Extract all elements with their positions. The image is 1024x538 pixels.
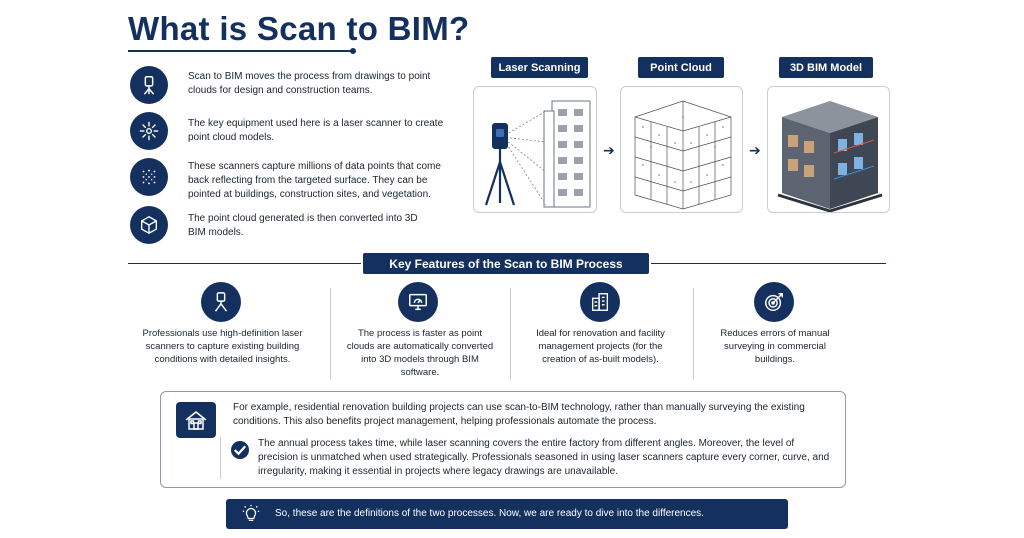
section-divider-right [651, 263, 886, 264]
lightbulb-icon [240, 504, 262, 524]
intro-text-2: The key equipment used here is a laser s… [188, 118, 444, 143]
summary-text: So, these are the definitions of the two… [275, 508, 704, 519]
summary-banner: So, these are the definitions of the two… [226, 499, 788, 529]
intro-text-4: The point cloud generated is then conver… [188, 213, 418, 238]
house-icon [176, 402, 216, 438]
step-label-3d-bim-model: 3D BIM Model [779, 57, 873, 78]
arrow-right-icon: ➔ [749, 142, 761, 158]
point-cloud-illustration [620, 86, 743, 213]
laser-scanner-icon [130, 66, 168, 104]
page-title: What is Scan to BIM? [128, 10, 470, 47]
feature-divider [693, 288, 694, 380]
check-divider [220, 437, 221, 479]
section-divider-left [128, 263, 361, 264]
example-paragraph-1: For example, residential renovation buil… [233, 402, 805, 427]
laser-burst-icon [130, 112, 168, 150]
feature-text-3: Ideal for renovation and facility manage… [536, 328, 665, 365]
buildings-icon [580, 282, 620, 322]
arrow-right-icon: ➔ [603, 142, 615, 158]
example-box [160, 391, 846, 488]
features-heading: Key Features of the Scan to BIM Process [363, 253, 649, 274]
title-underline [128, 50, 352, 52]
feature-divider [330, 288, 331, 380]
intro-text-1: Scan to BIM moves the process from drawi… [188, 71, 431, 96]
check-icon [231, 441, 249, 459]
example-paragraph-2: The annual process takes time, while las… [258, 438, 830, 477]
bim-model-illustration [767, 86, 890, 213]
feature-divider [510, 288, 511, 380]
data-points-icon [130, 158, 168, 196]
intro-text-3: These scanners capture millions of data … [188, 161, 441, 200]
feature-text-1: Professionals use high-definition laser … [142, 328, 303, 365]
step-label-point-cloud: Point Cloud [638, 57, 724, 78]
target-icon [754, 282, 794, 322]
cube-icon [130, 206, 168, 244]
feature-text-2: The process is faster as point clouds ar… [346, 328, 494, 378]
step-label-laser-scanning: Laser Scanning [491, 57, 588, 78]
title-underline-dot [350, 48, 356, 54]
laser-scanning-illustration [473, 86, 597, 213]
monitor-gauge-icon [398, 282, 438, 322]
tripod-scanner-icon [201, 282, 241, 322]
feature-text-4: Reduces errors of manual surveying in co… [720, 328, 830, 365]
